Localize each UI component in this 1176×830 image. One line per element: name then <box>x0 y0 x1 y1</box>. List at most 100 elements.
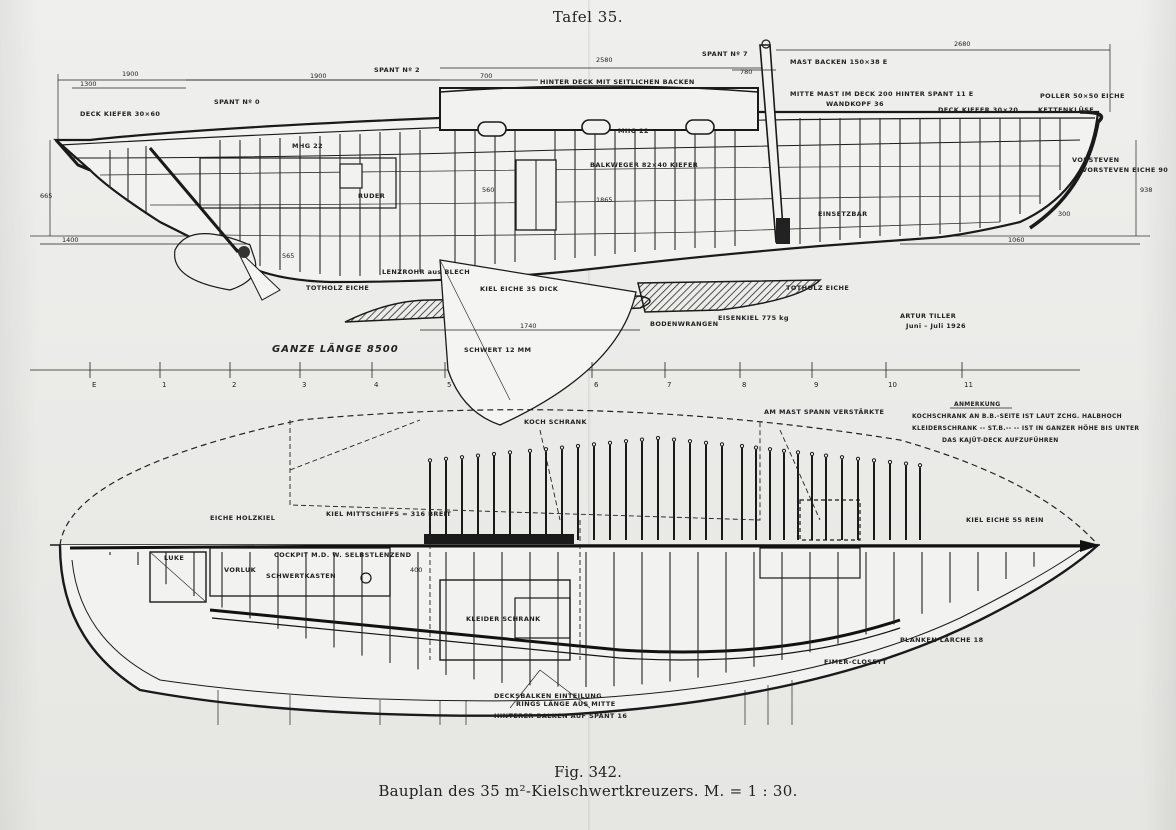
label-vorsteven: VORSTEVEN <box>1072 156 1120 164</box>
label-ruder: RUDER <box>358 192 385 200</box>
beam-end <box>687 439 693 444</box>
station-label: 3 <box>302 381 306 389</box>
dim-938: 938 <box>1140 186 1152 194</box>
dim-2680: 2680 <box>954 40 971 48</box>
label-mhg-2: MHG 22 <box>618 127 649 135</box>
label-kajuete: HINTER DECK MIT SEITLICHEN BACKEN <box>540 78 695 86</box>
label-eiche-holzkiel: EICHE HOLZKIEL <box>210 514 275 522</box>
dim-300: 300 <box>1058 210 1070 218</box>
plan-view <box>50 409 1100 725</box>
dim-700: 700 <box>480 72 492 80</box>
dim-1865: 1865 <box>596 196 613 204</box>
beam-end <box>639 437 645 442</box>
centreboard <box>439 259 637 426</box>
forehatch <box>759 547 861 579</box>
beam-end <box>427 458 433 463</box>
dim-1400: 1400 <box>62 236 79 244</box>
profile-view <box>30 39 1150 426</box>
dim-780: 780 <box>740 68 752 76</box>
station-label: 9 <box>814 381 818 389</box>
label-am-mast: AM MAST SPANN VERSTÄRKTE <box>764 407 884 416</box>
label-kiel-eiche: KIEL EICHE 35 DICK <box>480 285 559 293</box>
label-kettenkluese: KETTENKLÜSE <box>1038 105 1094 114</box>
bow-point <box>1080 540 1100 552</box>
beam-end <box>823 453 829 458</box>
station-label: 10 <box>888 381 897 389</box>
label-mast-note: MITTE MAST IM DECK 200 HINTER SPANT 11 E <box>790 90 974 98</box>
label-vorsteven-eiche: VORSTEVEN EICHE 90 <box>1082 166 1168 174</box>
frames <box>109 118 1061 276</box>
dim-1300: 1300 <box>80 80 97 88</box>
portlights <box>477 119 715 137</box>
label-einsetzbar: EINSETZBAR <box>818 210 868 218</box>
dimension-lines-top <box>40 44 1140 331</box>
profile-text: DECK KIEFER 30×60 SPANT Nº 0 SPANT Nº 2 … <box>80 50 1168 355</box>
beam-end <box>781 448 787 453</box>
stringers <box>99 165 1061 237</box>
beam-end <box>871 458 877 463</box>
beam-end <box>767 447 773 452</box>
beam-end <box>809 451 815 457</box>
label-cockpit: COCKPIT M.D. W. SELBSTLENZEND <box>274 551 412 559</box>
leaders <box>217 669 793 725</box>
beam-end <box>459 455 465 460</box>
dim-1740: 1740 <box>520 322 537 330</box>
hull-plan <box>58 544 1099 717</box>
beam-end <box>887 459 893 465</box>
label-eisenkiel: EISENKIEL 775 kg <box>718 314 789 322</box>
cockpit-profile <box>199 157 397 209</box>
station-label: 7 <box>667 381 671 389</box>
label-kochschrank: KOCH SCHRANK <box>524 418 588 426</box>
tiller <box>148 147 240 253</box>
anmerkung-line-2: KLEIDERSCHRANK -- ST.B.-- -- IST IN GANZ… <box>912 425 1139 432</box>
cabin-roof <box>439 85 759 93</box>
label-mhg: MHG 22 <box>292 142 323 150</box>
beam-end <box>491 451 497 457</box>
label-poller: POLLER 50×50 EICHE <box>1040 92 1125 100</box>
dim-400: 400 <box>410 566 422 574</box>
label-deck-kiefer-2: DECK KIEFER 30×20 <box>938 106 1018 114</box>
station-label: 5 <box>447 381 451 389</box>
beam-end <box>917 463 923 468</box>
label-deckbalken: DECKSBALKEN EINTEILUNG <box>494 692 602 700</box>
anmerkung-line-1: KOCHSCHRANK AN B.B.-SEITE IST LAUT ZCHG.… <box>912 413 1122 420</box>
label-balkweger: BALKWEGER 82×40 KIEFER <box>590 161 698 169</box>
deck-beams <box>427 435 923 540</box>
station-label: 8 <box>742 381 746 389</box>
label-kleiderschrank: KLEIDER SCHRANK <box>466 615 541 623</box>
beam-end <box>795 450 801 455</box>
beam-end <box>703 440 709 445</box>
hull-plan-inner <box>71 549 1081 702</box>
station-label: 1 <box>162 381 166 389</box>
label-planken: PLANKEN LÄRCHE 18 <box>900 635 984 644</box>
label-mast-backen: MAST BACKEN 150×38 E <box>790 58 888 66</box>
figure-number: Fig. 342. <box>554 763 622 781</box>
mast-step <box>776 218 790 244</box>
dim-2580: 2580 <box>596 56 613 64</box>
label-hinterer-balken: HINTERER BALKEN AUF SPANT 16 <box>494 712 627 720</box>
cockpit-plan <box>209 547 391 597</box>
label-artur-tiller: ARTUR TILLER <box>900 312 956 320</box>
beam-end <box>475 453 481 458</box>
label-ganze-laenge: GANZE LÄNGE 8500 <box>272 341 399 355</box>
label-totholz-fwd: TOTHOLZ EICHE <box>786 284 849 292</box>
label-spant-0: SPANT Nº 0 <box>214 98 260 106</box>
station-label: E <box>92 381 96 389</box>
dim-1900-b: 1900 <box>310 72 327 80</box>
label-schwertkasten: SCHWERTKASTEN <box>266 572 336 580</box>
luke-box <box>149 551 207 603</box>
label-wandkopf: WANDKOPF 36 <box>826 100 884 108</box>
beam-end <box>575 443 581 449</box>
plate-title: Tafel 35. <box>552 8 624 26</box>
station-label: 6 <box>594 381 599 389</box>
page-fold <box>588 0 591 830</box>
label-kiel-eiche-plan: KIEL EICHE 55 REIN <box>966 516 1044 524</box>
label-totholz-aft: TOTHOLZ EICHE <box>306 284 369 292</box>
label-schwert: SCHWERT 12 MM <box>464 346 531 354</box>
beam-end <box>623 439 629 444</box>
beam-end <box>559 445 565 450</box>
dim-560: 560 <box>482 186 494 194</box>
beam-end <box>753 445 759 450</box>
